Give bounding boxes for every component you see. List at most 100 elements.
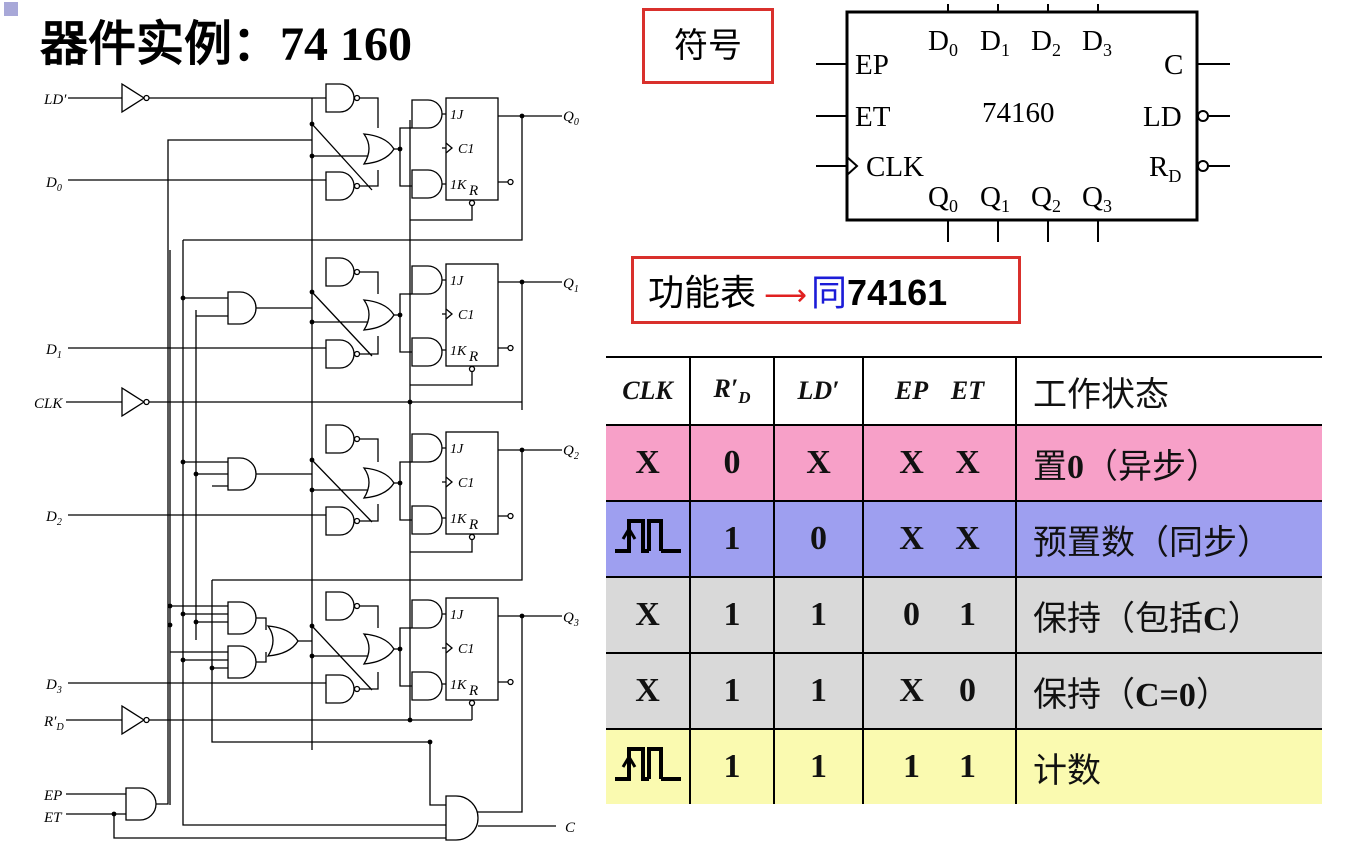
input-label-d2: D2	[45, 509, 62, 528]
svg-text:C1: C1	[458, 642, 474, 657]
svg-text:R: R	[468, 349, 478, 365]
inverter-clk	[121, 386, 150, 418]
pin-et: ET	[855, 101, 891, 133]
cell-ld: 1	[773, 577, 863, 653]
stage-2	[183, 424, 562, 581]
cell-state: 计数	[1015, 729, 1322, 804]
svg-text:1K: 1K	[450, 512, 467, 527]
svg-text:1K: 1K	[450, 344, 467, 359]
function-table-label: 功能表⟶同74161	[631, 256, 1021, 324]
arrow-right-icon: ⟶	[764, 278, 808, 313]
input-label-ld: LD′	[43, 92, 67, 108]
and-gate-ep-et	[125, 787, 157, 821]
pin-rd: RD	[1149, 151, 1181, 186]
output-label-q3: Q3	[563, 610, 579, 629]
output-label-c: C	[565, 820, 576, 836]
cell-ld: 1	[773, 729, 863, 804]
input-label-clk: CLK	[34, 396, 63, 412]
cell-clk	[606, 729, 690, 804]
cell-state: 预置数（同步）	[1015, 501, 1322, 577]
svg-text:C1: C1	[458, 308, 474, 323]
chip-name: 74160	[982, 97, 1055, 129]
cell-ld: X	[773, 425, 863, 501]
svg-text:C1: C1	[458, 142, 474, 157]
inverter-rd	[121, 704, 150, 736]
header-rd: R′D	[689, 356, 774, 425]
cell-rd: 1	[689, 729, 774, 804]
cell-rd: 1	[689, 653, 774, 729]
pin-d3: D3	[1082, 25, 1112, 60]
header-ld: LD′	[773, 356, 863, 425]
cell-rd: 0	[689, 425, 774, 501]
svg-text:1J: 1J	[450, 274, 464, 289]
page-title: 器件实例：74 160	[40, 16, 413, 72]
pin-c: C	[1164, 49, 1183, 81]
slide-bullet	[4, 2, 18, 16]
cell-ld: 1	[773, 653, 863, 729]
clock-pulse-icon	[614, 746, 681, 781]
pin-ep: EP	[855, 49, 889, 81]
cell-rd: 1	[689, 577, 774, 653]
and-gate-carry	[445, 795, 479, 841]
svg-text:1J: 1J	[450, 608, 464, 623]
svg-text:1J: 1J	[450, 442, 464, 457]
cell-clk: X	[635, 672, 660, 709]
cell-state: 置0（异步）	[1015, 425, 1322, 501]
logic-circuit: LD′ D0 D1 CLK D2 D3 R′D EP ET Q0 Q1 Q2 Q…	[34, 82, 579, 841]
cell-clk: X	[635, 596, 660, 633]
stage-0	[183, 83, 562, 241]
input-label-ep: EP	[43, 788, 62, 804]
input-label-d3: D3	[45, 677, 62, 696]
pin-clk: CLK	[866, 151, 924, 183]
stage-1	[183, 257, 562, 410]
cell-rd: 1	[689, 501, 774, 577]
svg-text:1J: 1J	[450, 108, 464, 123]
pin-ld: LD	[1143, 101, 1182, 133]
cell-state: 保持（C=0）	[1015, 653, 1322, 729]
clock-pulse-icon	[614, 518, 681, 553]
inverter-ld	[121, 82, 150, 114]
pin-d1: D1	[980, 25, 1010, 60]
pin-d2: D2	[1031, 25, 1061, 60]
output-label-q0: Q0	[563, 109, 579, 128]
cell-clk	[606, 501, 690, 577]
cell-ld: 0	[773, 501, 863, 577]
svg-text:R: R	[468, 683, 478, 699]
input-label-et: ET	[43, 810, 63, 826]
svg-text:R: R	[468, 183, 478, 199]
chip-symbol: D0 D1 D2 D3 Q0 Q1 Q2 Q3 EP ET CLK C LD R…	[816, 4, 1230, 242]
input-label-d1: D1	[45, 342, 62, 361]
header-clk: CLK	[606, 356, 690, 425]
input-label-d0: D0	[45, 175, 62, 194]
svg-text:1K: 1K	[450, 178, 467, 193]
stage-3	[170, 591, 562, 813]
output-label-q2: Q2	[563, 443, 579, 462]
output-label-q1: Q1	[563, 276, 579, 295]
cell-state: 保持（包括C）	[1015, 577, 1322, 653]
pin-q2: Q2	[1031, 181, 1061, 216]
pin-q1: Q1	[980, 181, 1010, 216]
header-state: 工作状态	[1015, 356, 1322, 425]
symbol-label: 符号	[642, 8, 774, 84]
pin-q0: Q0	[928, 181, 958, 216]
pin-d0: D0	[928, 25, 958, 60]
input-label-rd: R′D	[43, 714, 64, 733]
cell-clk: X	[635, 444, 660, 481]
svg-text:1K: 1K	[450, 678, 467, 693]
svg-text:C1: C1	[458, 476, 474, 491]
pin-q3: Q3	[1082, 181, 1112, 216]
svg-text:R: R	[468, 517, 478, 533]
